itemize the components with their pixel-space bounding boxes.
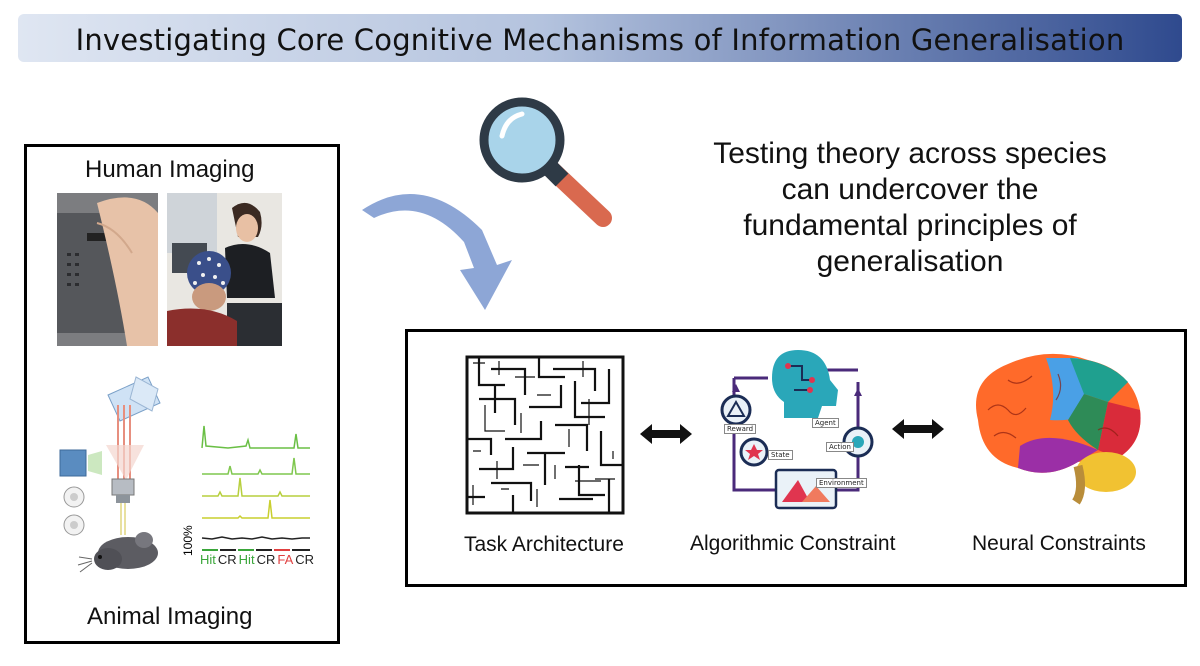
cycle-label-action: Action	[826, 442, 854, 452]
trace-scale-label: 100%	[181, 525, 195, 556]
page-title: Investigating Core Cognitive Mechanisms …	[75, 23, 1125, 57]
constraints-panel	[405, 329, 1187, 587]
trial-outcome-label: Hit	[238, 552, 255, 567]
calcium-traces	[198, 418, 312, 556]
double-arrow-icon	[892, 418, 944, 440]
trial-outcome-label: FA	[277, 552, 294, 567]
tagline-line: can undercover the	[781, 173, 1039, 206]
cycle-label-environment: Environment	[816, 478, 867, 488]
trial-outcome-label: Hit	[200, 552, 216, 567]
animal-imaging-label: Animal Imaging	[87, 603, 253, 630]
trial-outcome-label: CR	[295, 552, 315, 567]
task-architecture-label: Task Architecture	[464, 533, 624, 556]
title-banner: Investigating Core Cognitive Mechanisms …	[18, 14, 1182, 62]
tagline-text: Testing theory across species can underc…	[690, 136, 1130, 280]
fingerprint-photo	[57, 193, 158, 346]
trial-outcome-label: CR	[256, 552, 276, 567]
two-photon-setup-illustration	[48, 375, 173, 580]
eeg-photo	[167, 193, 282, 346]
magnifier-icon	[478, 96, 618, 231]
curved-arrow	[352, 170, 522, 315]
double-arrow-icon	[640, 423, 692, 445]
brain-illustration	[958, 350, 1148, 510]
maze-illustration	[465, 355, 625, 515]
tagline-line: Testing theory across species	[713, 137, 1107, 170]
cycle-label-reward: Reward	[724, 424, 757, 434]
species-panel	[24, 144, 340, 644]
trial-outcome-label: CR	[217, 552, 237, 567]
cycle-label-state: State	[768, 450, 793, 460]
neural-constraints-label: Neural Constraints	[972, 532, 1146, 555]
tagline-line: fundamental principles of	[743, 209, 1077, 242]
tagline-line: generalisation	[816, 245, 1004, 278]
algorithmic-constraint-label: Algorithmic Constraint	[690, 532, 896, 555]
human-imaging-label: Human Imaging	[85, 156, 255, 183]
cycle-label-agent: Agent	[812, 418, 839, 428]
